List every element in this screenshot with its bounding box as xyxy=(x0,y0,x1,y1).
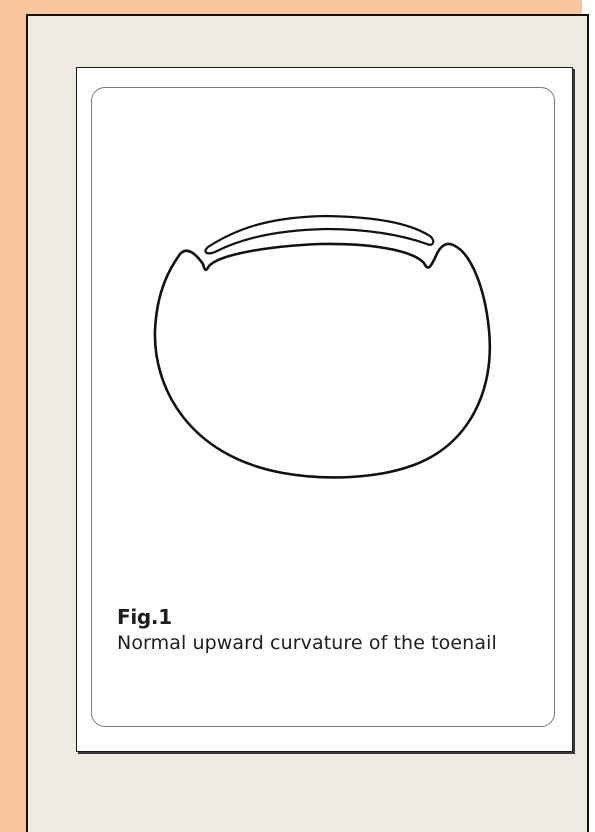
figure-card: Fig.1 Normal upward curvature of the toe… xyxy=(76,67,573,752)
toenail-arc xyxy=(205,216,433,253)
figure-description: Normal upward curvature of the toenail xyxy=(117,630,537,657)
figure-caption: Fig.1 Normal upward curvature of the toe… xyxy=(117,604,537,657)
figure-label: Fig.1 xyxy=(117,604,537,630)
toe-outline xyxy=(155,244,490,478)
